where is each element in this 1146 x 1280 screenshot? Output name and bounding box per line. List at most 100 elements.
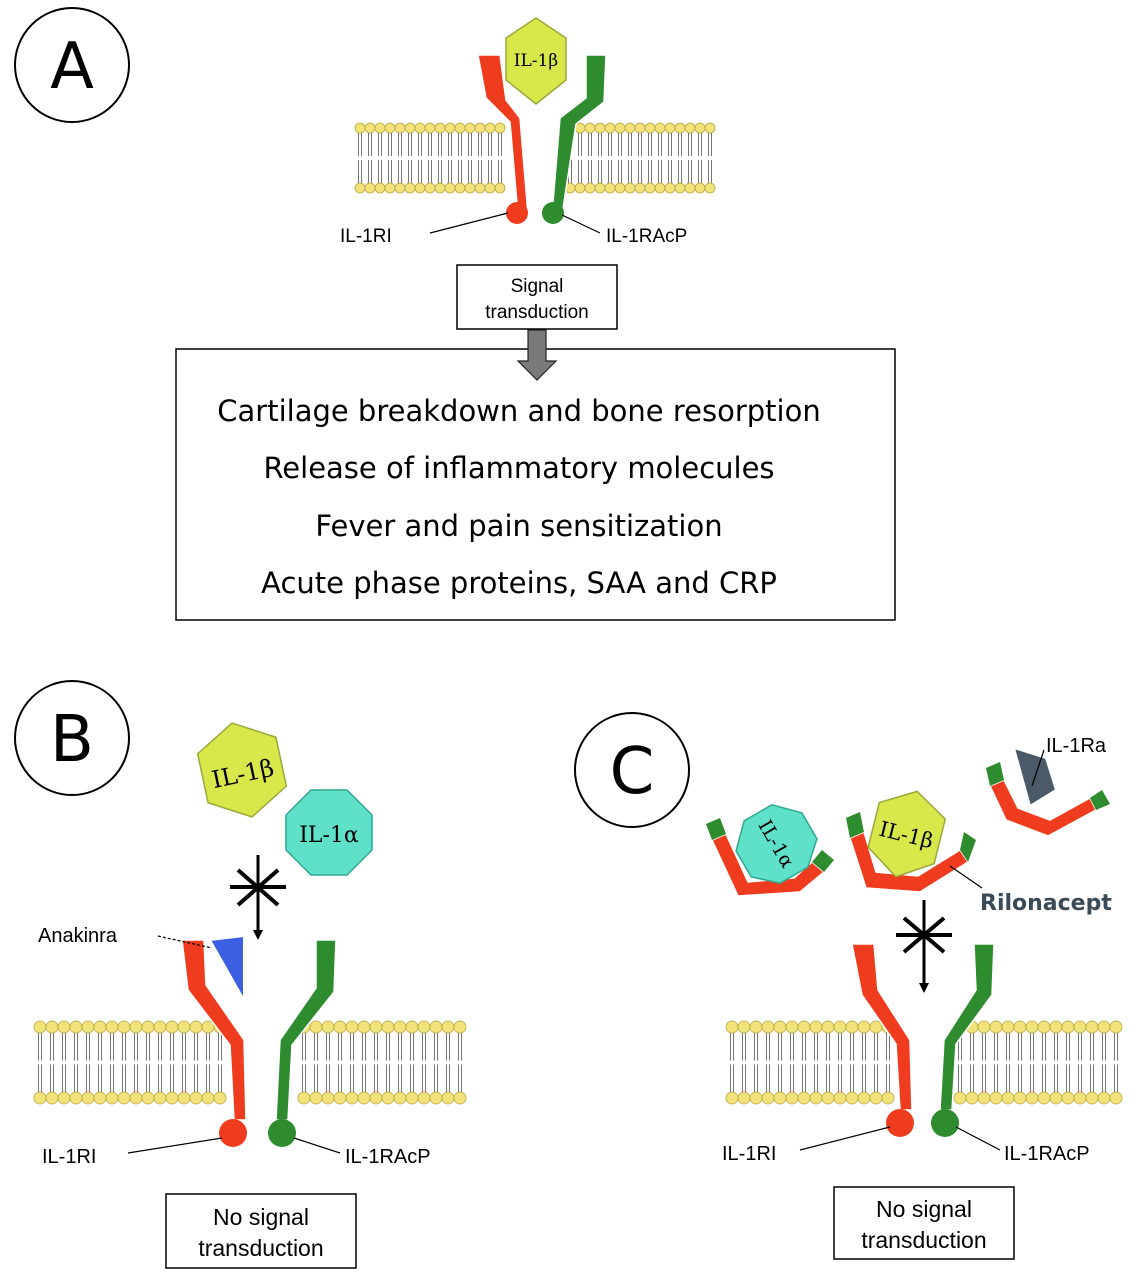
lipid-head bbox=[634, 122, 646, 134]
lipid-head bbox=[369, 1091, 383, 1105]
lipid-head bbox=[93, 1091, 107, 1105]
no-signal-box-b bbox=[165, 1193, 357, 1269]
il1racp-leader-b bbox=[293, 1137, 341, 1154]
lipid-head bbox=[405, 1091, 419, 1105]
lipid-head bbox=[773, 1020, 787, 1034]
lipid-head bbox=[404, 182, 416, 194]
lipid-head bbox=[369, 1020, 383, 1034]
il1b-ligand-a bbox=[505, 17, 567, 105]
lipid-head bbox=[474, 122, 486, 134]
lipid-head bbox=[81, 1020, 95, 1034]
lipid-head bbox=[737, 1020, 751, 1034]
lipid-head bbox=[821, 1020, 835, 1034]
il1ri-leader-c bbox=[799, 1126, 891, 1151]
lipid-head bbox=[1109, 1020, 1123, 1034]
il1ra-label: IL-1Ra bbox=[1046, 735, 1107, 757]
lipid-head bbox=[213, 1091, 227, 1105]
lipid-head bbox=[614, 122, 626, 134]
lipid-head bbox=[664, 122, 676, 134]
lipid-head bbox=[989, 1091, 1003, 1105]
lipid-head bbox=[1013, 1091, 1027, 1105]
lipid-head bbox=[484, 182, 496, 194]
lipid-head bbox=[45, 1091, 59, 1105]
lipid-head bbox=[594, 182, 606, 194]
lipid-head bbox=[1001, 1020, 1015, 1034]
lipid-head bbox=[381, 1091, 395, 1105]
lipid-head bbox=[821, 1091, 835, 1105]
lipid-head bbox=[1061, 1091, 1075, 1105]
lipid-head bbox=[484, 122, 496, 134]
outcome-item: Fever and pain sensitization bbox=[315, 509, 722, 543]
il1ri-receptor-a bbox=[477, 54, 529, 216]
rilonacept-trap-alpha: IL-1α bbox=[706, 804, 834, 897]
il1ri-receptor-b bbox=[181, 939, 247, 1121]
lipid-head bbox=[444, 122, 456, 134]
lipid-head bbox=[773, 1091, 787, 1105]
lipid-head bbox=[453, 1020, 467, 1034]
lipid-head bbox=[414, 122, 426, 134]
lipid-head bbox=[749, 1091, 763, 1105]
lipid-head bbox=[129, 1091, 143, 1105]
lipid-head bbox=[434, 182, 446, 194]
lipid-head bbox=[81, 1091, 95, 1105]
lipid-head bbox=[684, 182, 696, 194]
outcomes-box bbox=[175, 348, 896, 621]
panel-a-letter: A bbox=[50, 30, 94, 104]
il1racp-tail-b bbox=[268, 1119, 296, 1147]
lipid-head bbox=[989, 1020, 1003, 1034]
outcome-item: Release of inflammatory molecules bbox=[263, 451, 774, 485]
lipid-head bbox=[624, 122, 636, 134]
il1a-ligand-c bbox=[735, 804, 818, 884]
lipid-head bbox=[857, 1020, 871, 1034]
lipid-head bbox=[153, 1020, 167, 1034]
anakinra-leader bbox=[157, 935, 213, 949]
lipid-head bbox=[93, 1020, 107, 1034]
il1b-label-a: IL-1β bbox=[514, 51, 558, 71]
lipid-head bbox=[654, 182, 666, 194]
trap-green-tip bbox=[846, 812, 864, 838]
lipid-head bbox=[345, 1091, 359, 1105]
lipid-head bbox=[464, 182, 476, 194]
lipid-head bbox=[364, 122, 376, 134]
panel-b-letter: B bbox=[50, 703, 94, 777]
signal-label-line2: transduction bbox=[485, 302, 589, 323]
lipid-head bbox=[624, 182, 636, 194]
lipid-head bbox=[584, 122, 596, 134]
il1racp-label-c: IL-1RAcP bbox=[1004, 1143, 1090, 1165]
lipid-head bbox=[1001, 1091, 1015, 1105]
lipid-head bbox=[117, 1091, 131, 1105]
lipid-head bbox=[725, 1091, 739, 1105]
lipid-head bbox=[977, 1020, 991, 1034]
lipid-head bbox=[664, 182, 676, 194]
down-arrow-icon bbox=[516, 329, 558, 381]
lipid-head bbox=[704, 182, 716, 194]
il1b-ligand-b: IL-1β bbox=[196, 722, 288, 818]
lipid-head bbox=[761, 1091, 775, 1105]
il1ri-tail-c bbox=[886, 1109, 914, 1137]
lipid-head bbox=[634, 182, 646, 194]
lipid-head bbox=[474, 182, 486, 194]
no-signal-line1-b: No signal bbox=[213, 1204, 309, 1230]
il1ri-label-b: IL-1RI bbox=[42, 1146, 96, 1168]
outcome-item: Cartilage breakdown and bone resorption bbox=[217, 394, 820, 428]
lipid-head bbox=[761, 1020, 775, 1034]
anakinra-label: Anakinra bbox=[38, 925, 118, 947]
il1racp-receptor-b bbox=[275, 939, 337, 1121]
lipid-head bbox=[69, 1091, 83, 1105]
panel-c-letter: C bbox=[610, 735, 655, 809]
lipid-head bbox=[177, 1091, 191, 1105]
lipid-head bbox=[1085, 1020, 1099, 1034]
lipid-head bbox=[393, 1020, 407, 1034]
lipid-head bbox=[797, 1020, 811, 1034]
signal-label-line1: Signal bbox=[511, 276, 564, 297]
il1racp-leader-c bbox=[955, 1126, 1001, 1151]
lipid-head bbox=[494, 122, 506, 134]
il1racp-receptor-c bbox=[939, 943, 995, 1111]
lipid-head bbox=[354, 122, 366, 134]
lipid-head bbox=[953, 1091, 967, 1105]
lipid-head bbox=[441, 1020, 455, 1034]
lipid-head bbox=[594, 122, 606, 134]
lipid-head bbox=[414, 182, 426, 194]
lipid-head bbox=[309, 1020, 323, 1034]
